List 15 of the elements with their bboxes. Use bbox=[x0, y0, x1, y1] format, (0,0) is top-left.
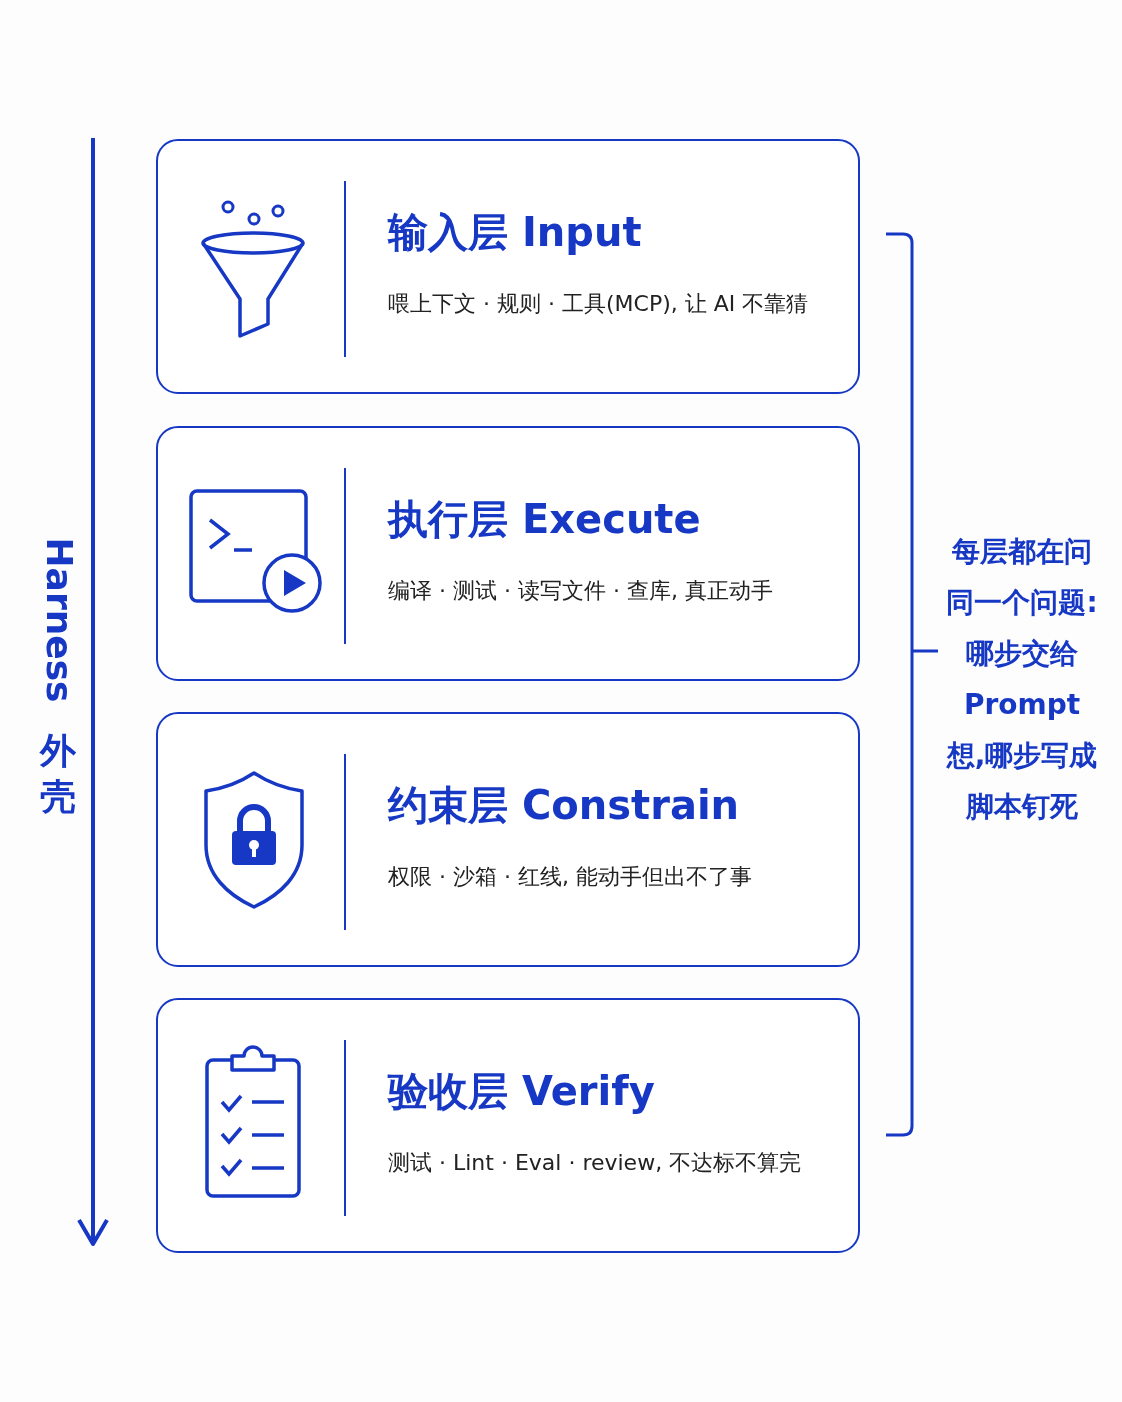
layer-description: 权限 · 沙箱 · 红线, 能动手但出不了事 bbox=[388, 863, 752, 891]
axis-label: Harness bbox=[38, 536, 81, 705]
layer-box bbox=[156, 139, 860, 394]
layer-title: 验收层 Verify bbox=[388, 1067, 655, 1116]
side-note: 每层都在问同一个问题:哪步交给Prompt 想,哪步写成脚本钉死 bbox=[945, 534, 1099, 825]
layer-title: 执行层 Execute bbox=[388, 495, 701, 544]
layer-box bbox=[156, 998, 860, 1253]
layer-box bbox=[156, 426, 860, 681]
axis-label: 外壳 bbox=[40, 729, 77, 819]
layer-title: 约束层 Constrain bbox=[388, 781, 740, 830]
layer-description: 测试 · Lint · Eval · review, 不达标不算完 bbox=[388, 1149, 802, 1177]
layer-box bbox=[156, 712, 860, 967]
layer-title: 输入层 Input bbox=[388, 208, 642, 257]
layer-description: 喂上下文 · 规则 · 工具(MCP), 让 AI 不靠猜 bbox=[388, 290, 809, 318]
layer-description: 编译 · 测试 · 读写文件 · 查库, 真正动手 bbox=[388, 577, 773, 605]
